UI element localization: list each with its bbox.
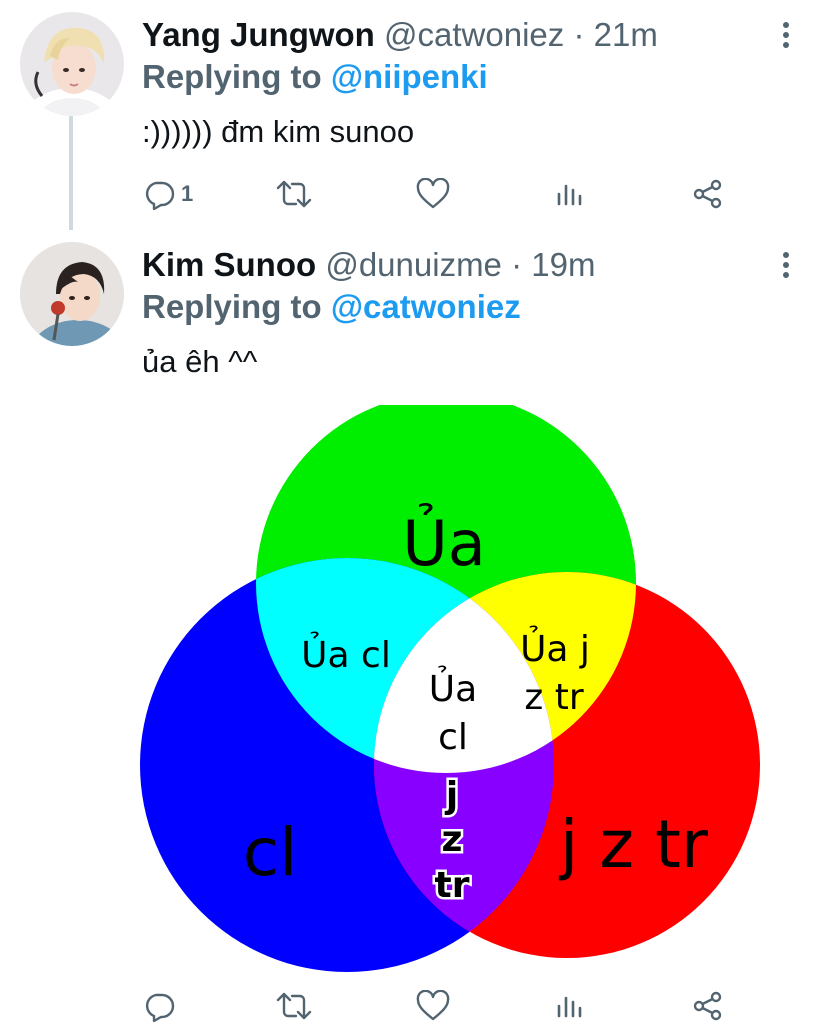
venn-label-center-1: Ủa (429, 665, 477, 710)
replying-to-prefix: Replying to (142, 58, 331, 95)
mention-link[interactable]: @catwoniez (330, 288, 521, 325)
tweet-actions (0, 986, 828, 1026)
tweet-text: ủa êh ^^ (142, 344, 258, 379)
replying-to-line: Replying to @niipenki (142, 58, 488, 96)
tweet-actions: 1 (0, 174, 828, 214)
share-icon (693, 991, 722, 1021)
venn-label-bottom-3: tr (435, 865, 470, 906)
retweet-icon (276, 992, 312, 1020)
user-handle[interactable]: @dunuizme (325, 246, 502, 283)
like-icon (416, 990, 450, 1021)
separator-dot: · (511, 246, 523, 283)
avatar[interactable] (20, 242, 124, 346)
avatar-image-jungwon (20, 12, 124, 116)
user-handle[interactable]: @catwoniez (384, 16, 565, 53)
tweet-text: :)))))) đm kim sunoo (142, 114, 415, 149)
reply-count: 1 (181, 181, 194, 206)
replying-to-prefix: Replying to (142, 288, 331, 325)
share-icon (693, 179, 722, 209)
venn-label-top-left: Ủa cl (301, 631, 391, 676)
display-name[interactable]: Kim Sunoo (142, 246, 317, 283)
venn-label-top: Ủa (402, 503, 485, 580)
venn-diagram-image[interactable]: Ủa cl j z tr Ủa cl Ủa j z tr Ủa cl j z t… (140, 405, 760, 973)
like-icon (416, 178, 450, 209)
reply-button[interactable] (143, 986, 181, 1026)
avatar-image-sunoo (20, 242, 124, 346)
avatar[interactable] (20, 12, 124, 116)
analytics-icon (557, 996, 582, 1018)
venn-label-bottom-1: j (444, 775, 458, 816)
tweet-header: Yang Jungwon @catwoniez · 21m (142, 16, 658, 54)
reply-button[interactable]: 1 (143, 174, 193, 214)
analytics-button[interactable] (556, 174, 584, 214)
share-button[interactable] (692, 174, 724, 214)
venn-label-top-right-1: Ủa j (520, 625, 590, 670)
venn-label-bottom-2: z (442, 819, 463, 860)
retweet-button[interactable] (276, 174, 312, 214)
retweet-button[interactable] (276, 986, 312, 1026)
like-button[interactable] (416, 986, 450, 1026)
more-icon[interactable] (776, 22, 796, 52)
tweet-header: Kim Sunoo @dunuizme · 19m (142, 246, 595, 284)
reply-icon (145, 181, 175, 210)
timestamp[interactable]: 21m (593, 16, 658, 53)
share-button[interactable] (692, 986, 724, 1026)
thread-connector-line (69, 115, 73, 230)
venn-label-center-2: cl (438, 717, 468, 758)
like-button[interactable] (416, 174, 450, 214)
more-icon[interactable] (776, 252, 796, 282)
replying-to-line: Replying to @catwoniez (142, 288, 521, 326)
display-name[interactable]: Yang Jungwon (142, 16, 375, 53)
separator-dot: · (573, 16, 585, 53)
retweet-icon (276, 180, 312, 208)
reply-icon (145, 993, 175, 1022)
venn-diagram: Ủa cl j z tr Ủa cl Ủa j z tr Ủa cl j z t… (140, 405, 760, 973)
venn-label-left: cl (243, 814, 298, 891)
venn-label-right: j z tr (558, 806, 709, 883)
analytics-icon (557, 184, 582, 206)
venn-label-top-right-2: z tr (524, 677, 583, 718)
analytics-button[interactable] (556, 986, 584, 1026)
timestamp[interactable]: 19m (531, 246, 596, 283)
mention-link[interactable]: @niipenki (330, 58, 488, 95)
